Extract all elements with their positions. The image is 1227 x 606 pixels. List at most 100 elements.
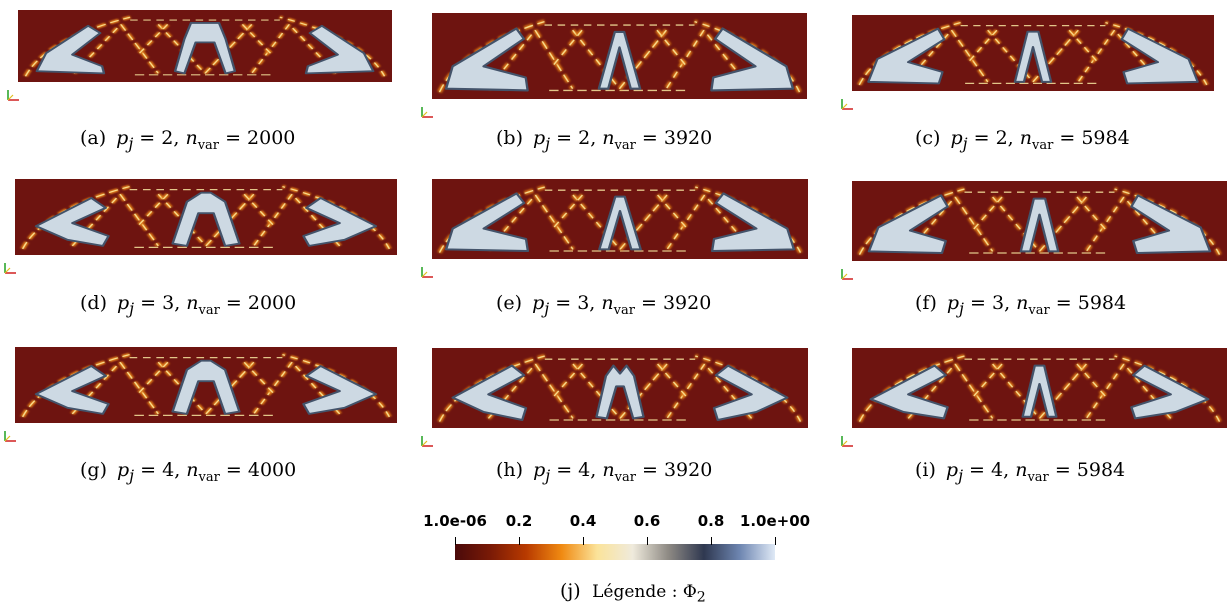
nvar-sub: var bbox=[197, 137, 220, 153]
density-plot bbox=[432, 179, 808, 259]
void-region bbox=[1021, 364, 1058, 418]
axes-triad-icon bbox=[841, 269, 853, 280]
density-plot bbox=[432, 348, 808, 428]
nvar-value: 5984 bbox=[1076, 459, 1126, 481]
panel-tag: (c) bbox=[915, 127, 941, 149]
density-plot bbox=[432, 13, 807, 99]
equals: = bbox=[970, 292, 986, 314]
truss-bar-core bbox=[572, 363, 621, 419]
panel-tag: (f) bbox=[915, 292, 937, 314]
void-region bbox=[710, 27, 795, 92]
panel-tag: (a) bbox=[80, 127, 107, 149]
void-region bbox=[867, 27, 946, 85]
density-plot bbox=[852, 181, 1227, 261]
truss-bar-core bbox=[858, 355, 965, 422]
pj-value: 4 bbox=[991, 459, 1004, 481]
nvar-symbol: n bbox=[186, 292, 199, 314]
panel-caption: (e)pj = 3, nvar = 3920 bbox=[496, 292, 712, 318]
equals: = bbox=[973, 127, 990, 149]
equals: = bbox=[556, 127, 573, 149]
colorbar-tick-label: 0.4 bbox=[569, 512, 597, 530]
nvar-sub: var bbox=[613, 302, 635, 318]
colorbar-tick-mark bbox=[711, 537, 712, 545]
equals: = bbox=[640, 292, 657, 314]
axes-triad-icon bbox=[841, 436, 853, 447]
panel-caption: (a)pj = 2, nvar = 2000 bbox=[80, 127, 296, 153]
equals: = bbox=[555, 292, 572, 314]
void-region bbox=[867, 194, 949, 254]
panel-tag: (i) bbox=[915, 459, 936, 481]
axes-triad-icon bbox=[7, 90, 19, 101]
pj-value: 4 bbox=[578, 459, 591, 481]
colorbar-tick-label: 1.0e+00 bbox=[739, 512, 811, 530]
pj-symbol: p bbox=[946, 292, 960, 314]
pj-value: 3 bbox=[991, 292, 1005, 314]
pj-sub: j bbox=[544, 298, 550, 318]
truss-bar-core bbox=[534, 194, 574, 250]
axes-triad-icon bbox=[4, 431, 16, 442]
nvar-symbol: n bbox=[186, 459, 199, 481]
void-region bbox=[597, 30, 642, 90]
void-region bbox=[444, 192, 530, 252]
density-plot bbox=[15, 179, 397, 255]
axes-triad-icon bbox=[421, 107, 433, 118]
colorbar-gradient bbox=[455, 544, 775, 560]
colorbar-tick-label: 0.2 bbox=[505, 512, 533, 530]
legend-symbol-sub: 2 bbox=[696, 589, 706, 606]
truss-bar-core bbox=[534, 29, 574, 90]
panel-tag: (b) bbox=[496, 127, 523, 149]
pj-symbol: p bbox=[945, 459, 959, 481]
panel-caption: (g)pj = 4, nvar = 4000 bbox=[80, 459, 297, 485]
pj-symbol: p bbox=[532, 292, 545, 314]
colorbar-tick-mark bbox=[583, 537, 584, 545]
nvar-value: 3920 bbox=[662, 292, 712, 314]
panel-caption: (f)pj = 3, nvar = 5984 bbox=[915, 292, 1127, 318]
pj-sub: j bbox=[128, 133, 134, 153]
equals: = bbox=[140, 459, 157, 481]
nvar-value: 4000 bbox=[247, 459, 297, 481]
nvar-sub: var bbox=[614, 469, 636, 485]
nvar-value: 5984 bbox=[1081, 127, 1130, 149]
equals: = bbox=[225, 459, 242, 481]
axes-triad-icon bbox=[841, 99, 853, 110]
axes-triad-icon bbox=[421, 267, 433, 278]
pj-value: 2 bbox=[578, 127, 591, 149]
truss-bar-core bbox=[954, 363, 994, 419]
equals: = bbox=[641, 459, 658, 481]
equals: = bbox=[1055, 292, 1072, 314]
colorbar-svg bbox=[455, 544, 775, 560]
nvar-sub: var bbox=[1027, 469, 1049, 485]
pj-symbol: p bbox=[533, 459, 546, 481]
pj-symbol: p bbox=[533, 127, 546, 149]
nvar-value: 2000 bbox=[247, 292, 297, 314]
void-region bbox=[302, 197, 378, 247]
truss-bar-core bbox=[119, 193, 159, 247]
nvar-value: 5984 bbox=[1077, 292, 1127, 314]
void-region bbox=[1019, 197, 1060, 253]
equals: = bbox=[556, 459, 573, 481]
legend-caption: (j) Légende : Φ2 bbox=[560, 580, 706, 605]
nvar-sub: var bbox=[198, 469, 220, 485]
void-region bbox=[173, 22, 237, 75]
panel-caption: (d)pj = 3, nvar = 2000 bbox=[80, 292, 297, 318]
legend-caption-prefix: Légende : bbox=[592, 582, 678, 602]
pj-symbol: p bbox=[117, 292, 130, 314]
pj-sub: j bbox=[545, 465, 551, 485]
truss-bar-core bbox=[119, 361, 159, 415]
equals: = bbox=[1054, 459, 1071, 481]
pj-sub: j bbox=[129, 298, 135, 318]
density-plot bbox=[852, 348, 1227, 428]
nvar-symbol: n bbox=[601, 292, 614, 314]
void-region bbox=[451, 364, 528, 421]
equals: = bbox=[140, 292, 157, 314]
nvar-value: 3920 bbox=[663, 127, 713, 149]
void-region bbox=[35, 24, 106, 75]
equals: = bbox=[139, 127, 156, 149]
void-region bbox=[304, 24, 375, 75]
void-region bbox=[598, 195, 642, 251]
colorbar-tick-mark bbox=[455, 537, 456, 545]
colorbar-tick-label: 0.6 bbox=[633, 512, 661, 530]
equals: = bbox=[225, 292, 242, 314]
density-plot bbox=[15, 347, 397, 423]
